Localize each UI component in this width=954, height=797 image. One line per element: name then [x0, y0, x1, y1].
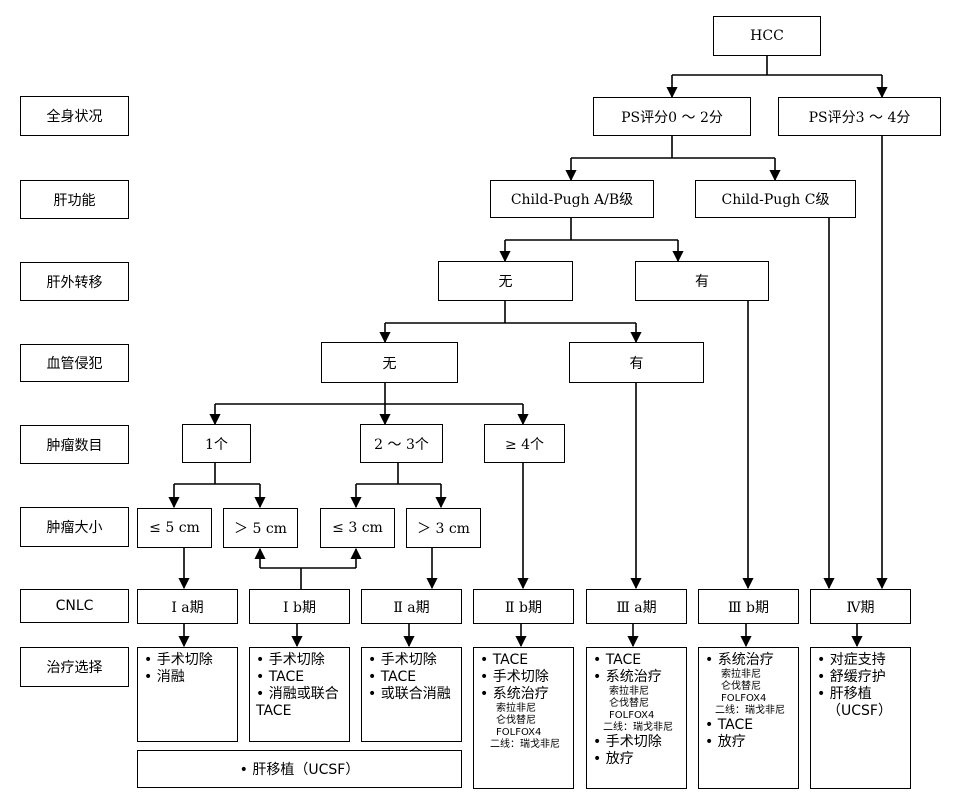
treatment-item: • TACE [256, 669, 305, 685]
treatment-item: • 手术切除 [256, 652, 325, 668]
treatment-item: • 或联合消融 [368, 686, 451, 702]
row-label-tumor-size: 肿瘤大小 [20, 507, 129, 547]
stage-ib: Ⅰ b期 [249, 589, 350, 624]
drug-item: 二线：瑞戈非尼 [715, 705, 785, 716]
treatment-transplant: • 肝移植（UCSF） [137, 750, 462, 788]
treatment-item: • 手术切除 [368, 652, 437, 668]
row-label-cnlc: CNLC [20, 589, 129, 623]
stage-iia: Ⅱ a期 [361, 589, 462, 624]
treatment-item: • 舒缓疗护 [817, 669, 886, 685]
treatment-item: • 系统治疗 [480, 686, 549, 702]
treatment-item: • TACE [480, 652, 529, 668]
row-label-treatment: 治疗选择 [20, 647, 129, 687]
node-hcc: HCC [713, 16, 821, 56]
treatment-item: • 消融 [144, 669, 185, 685]
wire-ib-merge [260, 567, 356, 589]
node-count-1: 1个 [182, 424, 251, 463]
row-label-tumor-count: 肿瘤数目 [20, 425, 129, 464]
treatment-item: • 放疗 [705, 734, 746, 750]
stage-ia: Ⅰ a期 [137, 589, 238, 624]
row-label-liver: 肝功能 [20, 180, 129, 219]
node-meta-yes: 有 [635, 261, 769, 301]
drug-item: 索拉非尼 [721, 669, 761, 680]
drug-item: 仑伐替尼 [609, 698, 649, 709]
node-count-2-3: 2 ～ 3个 [360, 424, 443, 463]
node-size-gt3: ＞ 3 cm [406, 508, 481, 548]
node-size-le5: ≤ 5 cm [137, 508, 212, 548]
row-label-status: 全身状况 [20, 96, 129, 136]
node-size-le3: ≤ 3 cm [320, 508, 395, 548]
wire-count23-size [356, 463, 441, 485]
wire-ps-child [571, 135, 775, 159]
treatment-item: • 消融或联合 [256, 686, 339, 702]
drug-item: 二线：瑞戈非尼 [603, 722, 673, 733]
stage-iiib: Ⅲ b期 [698, 589, 799, 624]
node-ps-good: PS评分0 ～ 2分 [593, 97, 751, 136]
node-count-4: ≥ 4个 [484, 424, 565, 463]
treatment-item: • TACE [705, 717, 754, 733]
drug-item: 仑伐替尼 [496, 715, 536, 726]
node-vasc-yes: 有 [569, 342, 704, 383]
treatment-iv: • 对症支持 • 舒缓疗护 • 肝移植 （UCSF） [810, 647, 911, 789]
drug-item: 索拉非尼 [609, 686, 649, 697]
wire-count1-size [174, 463, 260, 485]
wire-meta-vasc [385, 300, 636, 324]
node-child-c: Child-Pugh C级 [695, 180, 856, 218]
wire-vasc-count [215, 382, 523, 405]
treatment-iiia: • TACE • 系统治疗 索拉非尼 仑伐替尼 FOLFOX4 二线：瑞戈非尼 … [586, 647, 687, 789]
treatment-item: • 手术切除 [593, 734, 662, 750]
drug-item: FOLFOX4 [609, 710, 655, 721]
treatment-item: • 放疗 [593, 751, 634, 767]
treatment-item: （UCSF） [827, 703, 892, 719]
treatment-item: • TACE [368, 669, 417, 685]
node-meta-no: 无 [438, 261, 573, 301]
treatment-ib: • 手术切除 • TACE • 消融或联合 TACE [249, 647, 350, 742]
drug-item: FOLFOX4 [496, 727, 542, 738]
treatment-item: • TACE [593, 652, 642, 668]
treatment-iiib: • 系统治疗 索拉非尼 仑伐替尼 FOLFOX4 二线：瑞戈非尼 • TACE … [698, 647, 799, 789]
drug-item: 仑伐替尼 [721, 681, 761, 692]
treatment-item: • 肝移植 [817, 686, 872, 702]
treatment-item: • 手术切除 [480, 669, 549, 685]
stage-iib: Ⅱ b期 [473, 589, 574, 624]
wire-hcc [672, 56, 882, 76]
drug-item: FOLFOX4 [721, 693, 767, 704]
stage-iv: Ⅳ期 [810, 589, 911, 624]
row-label-vascular: 血管侵犯 [20, 344, 129, 382]
row-label-metastasis: 肝外转移 [20, 262, 129, 301]
drug-item: 二线：瑞戈非尼 [490, 739, 560, 750]
node-child-ab: Child-Pugh A/B级 [490, 180, 654, 218]
treatment-iia: • 手术切除 • TACE • 或联合消融 [361, 647, 462, 742]
node-size-gt5: ＞ 5 cm [223, 508, 298, 548]
treatment-item: • 系统治疗 [705, 652, 774, 668]
drug-item: 索拉非尼 [496, 703, 536, 714]
treatment-iib: • TACE • 手术切除 • 系统治疗 索拉非尼 仑伐替尼 FOLFOX4 二… [473, 647, 574, 789]
stage-iiia: Ⅲ a期 [586, 589, 687, 624]
wire-child-meta [505, 217, 678, 241]
treatment-item: • 手术切除 [144, 652, 213, 668]
treatment-item: • 系统治疗 [593, 669, 662, 685]
treatment-item: TACE [256, 703, 292, 719]
treatment-item: • 对症支持 [817, 652, 886, 668]
treatment-ia: • 手术切除 • 消融 [137, 647, 238, 742]
node-vasc-no: 无 [321, 342, 458, 383]
node-ps-poor: PS评分3 ～ 4分 [778, 97, 941, 136]
